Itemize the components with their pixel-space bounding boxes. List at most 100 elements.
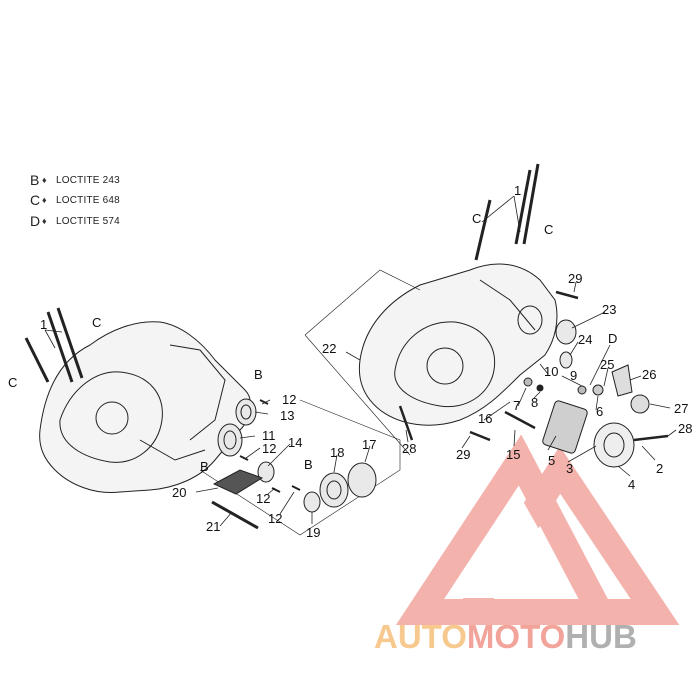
watermark-seg-hub: HUB <box>565 618 637 655</box>
callout-b-2: B <box>200 459 209 474</box>
callout-1-left: 1 <box>40 317 48 332</box>
callout-3: 3 <box>566 461 574 476</box>
bolt-29-upper <box>555 290 579 300</box>
callout-28-right: 28 <box>678 421 693 436</box>
left-stud-2 <box>56 307 84 379</box>
legend-letter: B <box>30 172 40 188</box>
legend-text: LOCTITE 648 <box>56 194 120 206</box>
bearing-11-inner <box>223 430 237 450</box>
bearing-11 <box>217 423 243 457</box>
drop-icon: ♦ <box>42 175 47 185</box>
callout-16: 16 <box>478 411 493 426</box>
callout-17: 17 <box>362 437 377 452</box>
part-26 <box>611 364 633 397</box>
right-crankcase-boss <box>517 305 543 335</box>
callout-29-upper: 29 <box>568 271 583 286</box>
callout-c-right-2: C <box>544 222 554 237</box>
left-crankcase-bearing-seat <box>95 401 129 435</box>
callout-5: 5 <box>548 453 556 468</box>
part-7 <box>523 377 533 387</box>
legend-text: LOCTITE 243 <box>56 174 120 186</box>
filter-cover-4-inner <box>603 432 625 458</box>
seal-14 <box>257 461 275 483</box>
callout-19: 19 <box>306 525 321 540</box>
bearing-18 <box>319 472 349 508</box>
right-explode-frame <box>304 269 421 456</box>
callout-26: 26 <box>642 367 657 382</box>
callout-28-left: 28 <box>402 441 417 456</box>
bolt-12-d <box>291 485 301 491</box>
left-stud-1 <box>46 311 74 383</box>
callout-c-left-top: C <box>92 315 102 330</box>
callout-27: 27 <box>674 401 689 416</box>
bolt-12-c <box>271 487 281 493</box>
callout-25: 25 <box>600 357 615 372</box>
callout-12-d: 12 <box>268 511 283 526</box>
left-stud-3 <box>24 337 50 383</box>
callout-20: 20 <box>172 485 187 500</box>
shaft-21 <box>211 500 259 530</box>
watermark-logo-inner <box>455 496 578 598</box>
bearing-13-inner <box>240 404 252 420</box>
right-stud-2 <box>514 169 532 245</box>
callout-4: 4 <box>628 477 636 492</box>
seal-23 <box>555 319 577 345</box>
callout-c-left-bottom: C <box>8 375 18 390</box>
callout-11: 11 <box>262 428 276 443</box>
callout-d: D <box>608 331 618 346</box>
callout-18: 18 <box>330 445 345 460</box>
part-9 <box>577 385 587 395</box>
line-art <box>24 163 677 536</box>
callout-10: 10 <box>544 364 559 379</box>
bolt-12-b <box>239 455 249 461</box>
part-6 <box>592 384 604 396</box>
watermark-seg-auto: AUTO <box>374 618 467 655</box>
legend-row-d: D ♦ LOCTITE 574 <box>30 213 120 229</box>
bolt-29-lower <box>469 430 491 442</box>
right-crankcase-rib <box>479 279 536 331</box>
right-stud-1 <box>474 199 492 261</box>
legend-letter: C <box>30 192 41 208</box>
legend-row-c: C ♦ LOCTITE 648 <box>30 192 120 208</box>
callout-14: 14 <box>288 435 303 450</box>
right-crankcase-bearing-seat <box>426 347 464 385</box>
part-27 <box>630 394 650 414</box>
right-crankcase-bore <box>394 321 496 408</box>
part-8 <box>536 384 544 392</box>
bearing-17 <box>347 462 377 498</box>
left-crankcase-rib <box>169 344 226 441</box>
leader-lines <box>44 195 677 527</box>
bolt-28-left <box>398 405 414 441</box>
stud-15 <box>504 410 536 430</box>
right-stud-3 <box>522 163 540 245</box>
callout-22: 22 <box>322 341 337 356</box>
left-crankcase-bore <box>59 371 163 463</box>
callout-c-right-1: C <box>472 211 482 226</box>
callout-12-c: 12 <box>256 491 271 506</box>
callout-2: 2 <box>656 461 664 476</box>
seal-19 <box>303 491 321 513</box>
drop-icon: ♦ <box>42 216 47 226</box>
seal-24 <box>559 351 573 369</box>
callout-12-b: 12 <box>262 441 277 456</box>
filter-cover-4 <box>593 422 635 468</box>
callout-24: 24 <box>578 332 593 347</box>
bolt-12-a <box>259 399 269 405</box>
callout-15: 15 <box>506 447 521 462</box>
callout-12-a: 12 <box>282 392 297 407</box>
left-explode-frame <box>199 399 401 536</box>
callout-b-1: B <box>254 367 263 382</box>
callout-9: 9 <box>570 368 578 383</box>
left-crankcase-rib-2 <box>139 439 206 461</box>
bearing-18-inner <box>326 480 342 500</box>
screen-20 <box>212 469 264 495</box>
callout-21: 21 <box>206 519 221 534</box>
watermark-seg-moto: MOTO <box>466 618 566 655</box>
callout-6: 6 <box>596 404 604 419</box>
callout-8: 8 <box>531 395 539 410</box>
legend-letter: D <box>30 213 41 229</box>
legend-row-b: B ♦ LOCTITE 243 <box>30 172 120 188</box>
callout-29-lower: 29 <box>456 447 471 462</box>
